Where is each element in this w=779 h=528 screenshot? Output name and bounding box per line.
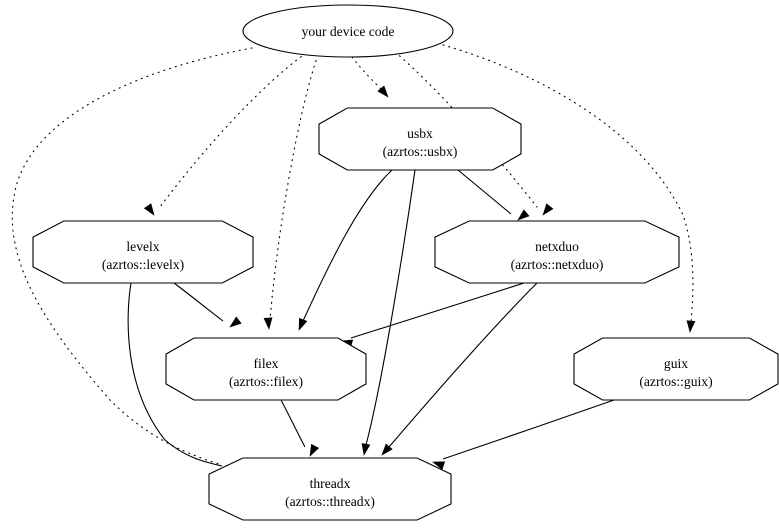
arrowhead-icon: [229, 316, 242, 328]
octagon-shape: [165, 337, 367, 401]
ellipse-shape: [242, 4, 454, 58]
edge-root-to-netxduo: [394, 51, 554, 216]
node-label-primary: guix: [664, 356, 688, 371]
edge-netxduo-to-filex: [340, 282, 525, 349]
edge-filex-to-threadx: [280, 399, 320, 457]
node-threadx[interactable]: threadx(azrtos::threadx): [208, 457, 452, 521]
arrowhead-icon: [309, 443, 320, 457]
node-label-primary: threadx: [310, 476, 351, 491]
edge-line: [457, 169, 512, 215]
node-label-primary: your device code: [302, 24, 395, 39]
edge-line: [350, 282, 525, 339]
octagon-shape: [573, 337, 779, 401]
octagon-shape: [318, 107, 522, 171]
edge-usbx-to-threadx: [361, 169, 416, 456]
node-root[interactable]: your device code: [242, 4, 454, 58]
arrowhead-icon: [686, 320, 696, 333]
node-label-namespace: (azrtos::filex): [229, 374, 303, 390]
edge-line: [173, 282, 224, 322]
node-filex[interactable]: filex(azrtos::filex): [165, 337, 367, 401]
edge-line: [394, 51, 538, 208]
arrowhead-icon: [263, 317, 273, 330]
arrowhead-icon: [298, 317, 308, 331]
node-label-primary: netxduo: [535, 239, 579, 254]
node-label-namespace: (azrtos::netxduo): [511, 257, 604, 273]
edge-line: [11, 47, 253, 466]
edge-line: [442, 399, 615, 460]
edge-line: [280, 399, 306, 448]
edge-root-to-filex: [263, 54, 319, 330]
node-label-namespace: (azrtos::usbx): [383, 144, 458, 160]
edge-netxduo-to-threadx: [381, 282, 538, 456]
node-netxduo[interactable]: netxduo(azrtos::netxduo): [434, 220, 680, 284]
arrowhead-icon: [381, 443, 393, 456]
node-label-namespace: (azrtos::guix): [639, 374, 712, 390]
octagon-shape: [434, 220, 680, 284]
edge-levelx-to-filex: [173, 282, 242, 328]
node-label-namespace: (azrtos::threadx): [285, 494, 375, 510]
edge-usbx-to-netxduo: [457, 169, 530, 221]
edge-root-to-levelx: [143, 52, 307, 216]
edge-usbx-to-filex: [298, 169, 393, 331]
arrowhead-icon: [143, 203, 155, 216]
edge-line: [388, 282, 538, 448]
edge-line: [351, 56, 383, 91]
edge-root-to-guix: [442, 44, 696, 333]
arrowhead-icon: [377, 85, 389, 98]
arrowhead-icon: [542, 203, 554, 216]
edge-line: [159, 52, 307, 208]
edge-guix-to-threadx: [432, 399, 615, 470]
node-usbx[interactable]: usbx(azrtos::usbx): [318, 107, 522, 171]
arrowhead-icon: [361, 443, 371, 456]
node-label-namespace: (azrtos::levelx): [102, 257, 184, 273]
edge-line: [269, 54, 319, 321]
arrowhead-icon: [517, 209, 530, 221]
node-label-primary: usbx: [407, 126, 433, 141]
edge-line: [127, 282, 223, 467]
node-levelx[interactable]: levelx(azrtos::levelx): [32, 220, 254, 284]
edge-line: [442, 44, 694, 323]
nodes-layer: your device codeusbx(azrtos::usbx)levelx…: [32, 4, 779, 521]
edge-line: [302, 169, 393, 322]
node-guix[interactable]: guix(azrtos::guix): [573, 337, 779, 401]
edge-line: [365, 169, 416, 446]
octagon-shape: [32, 220, 254, 284]
node-label-primary: levelx: [126, 239, 159, 254]
node-label-primary: filex: [254, 356, 279, 371]
arrowhead-icon: [432, 461, 446, 470]
edge-root-to-usbx: [351, 56, 389, 98]
octagon-shape: [208, 457, 452, 521]
